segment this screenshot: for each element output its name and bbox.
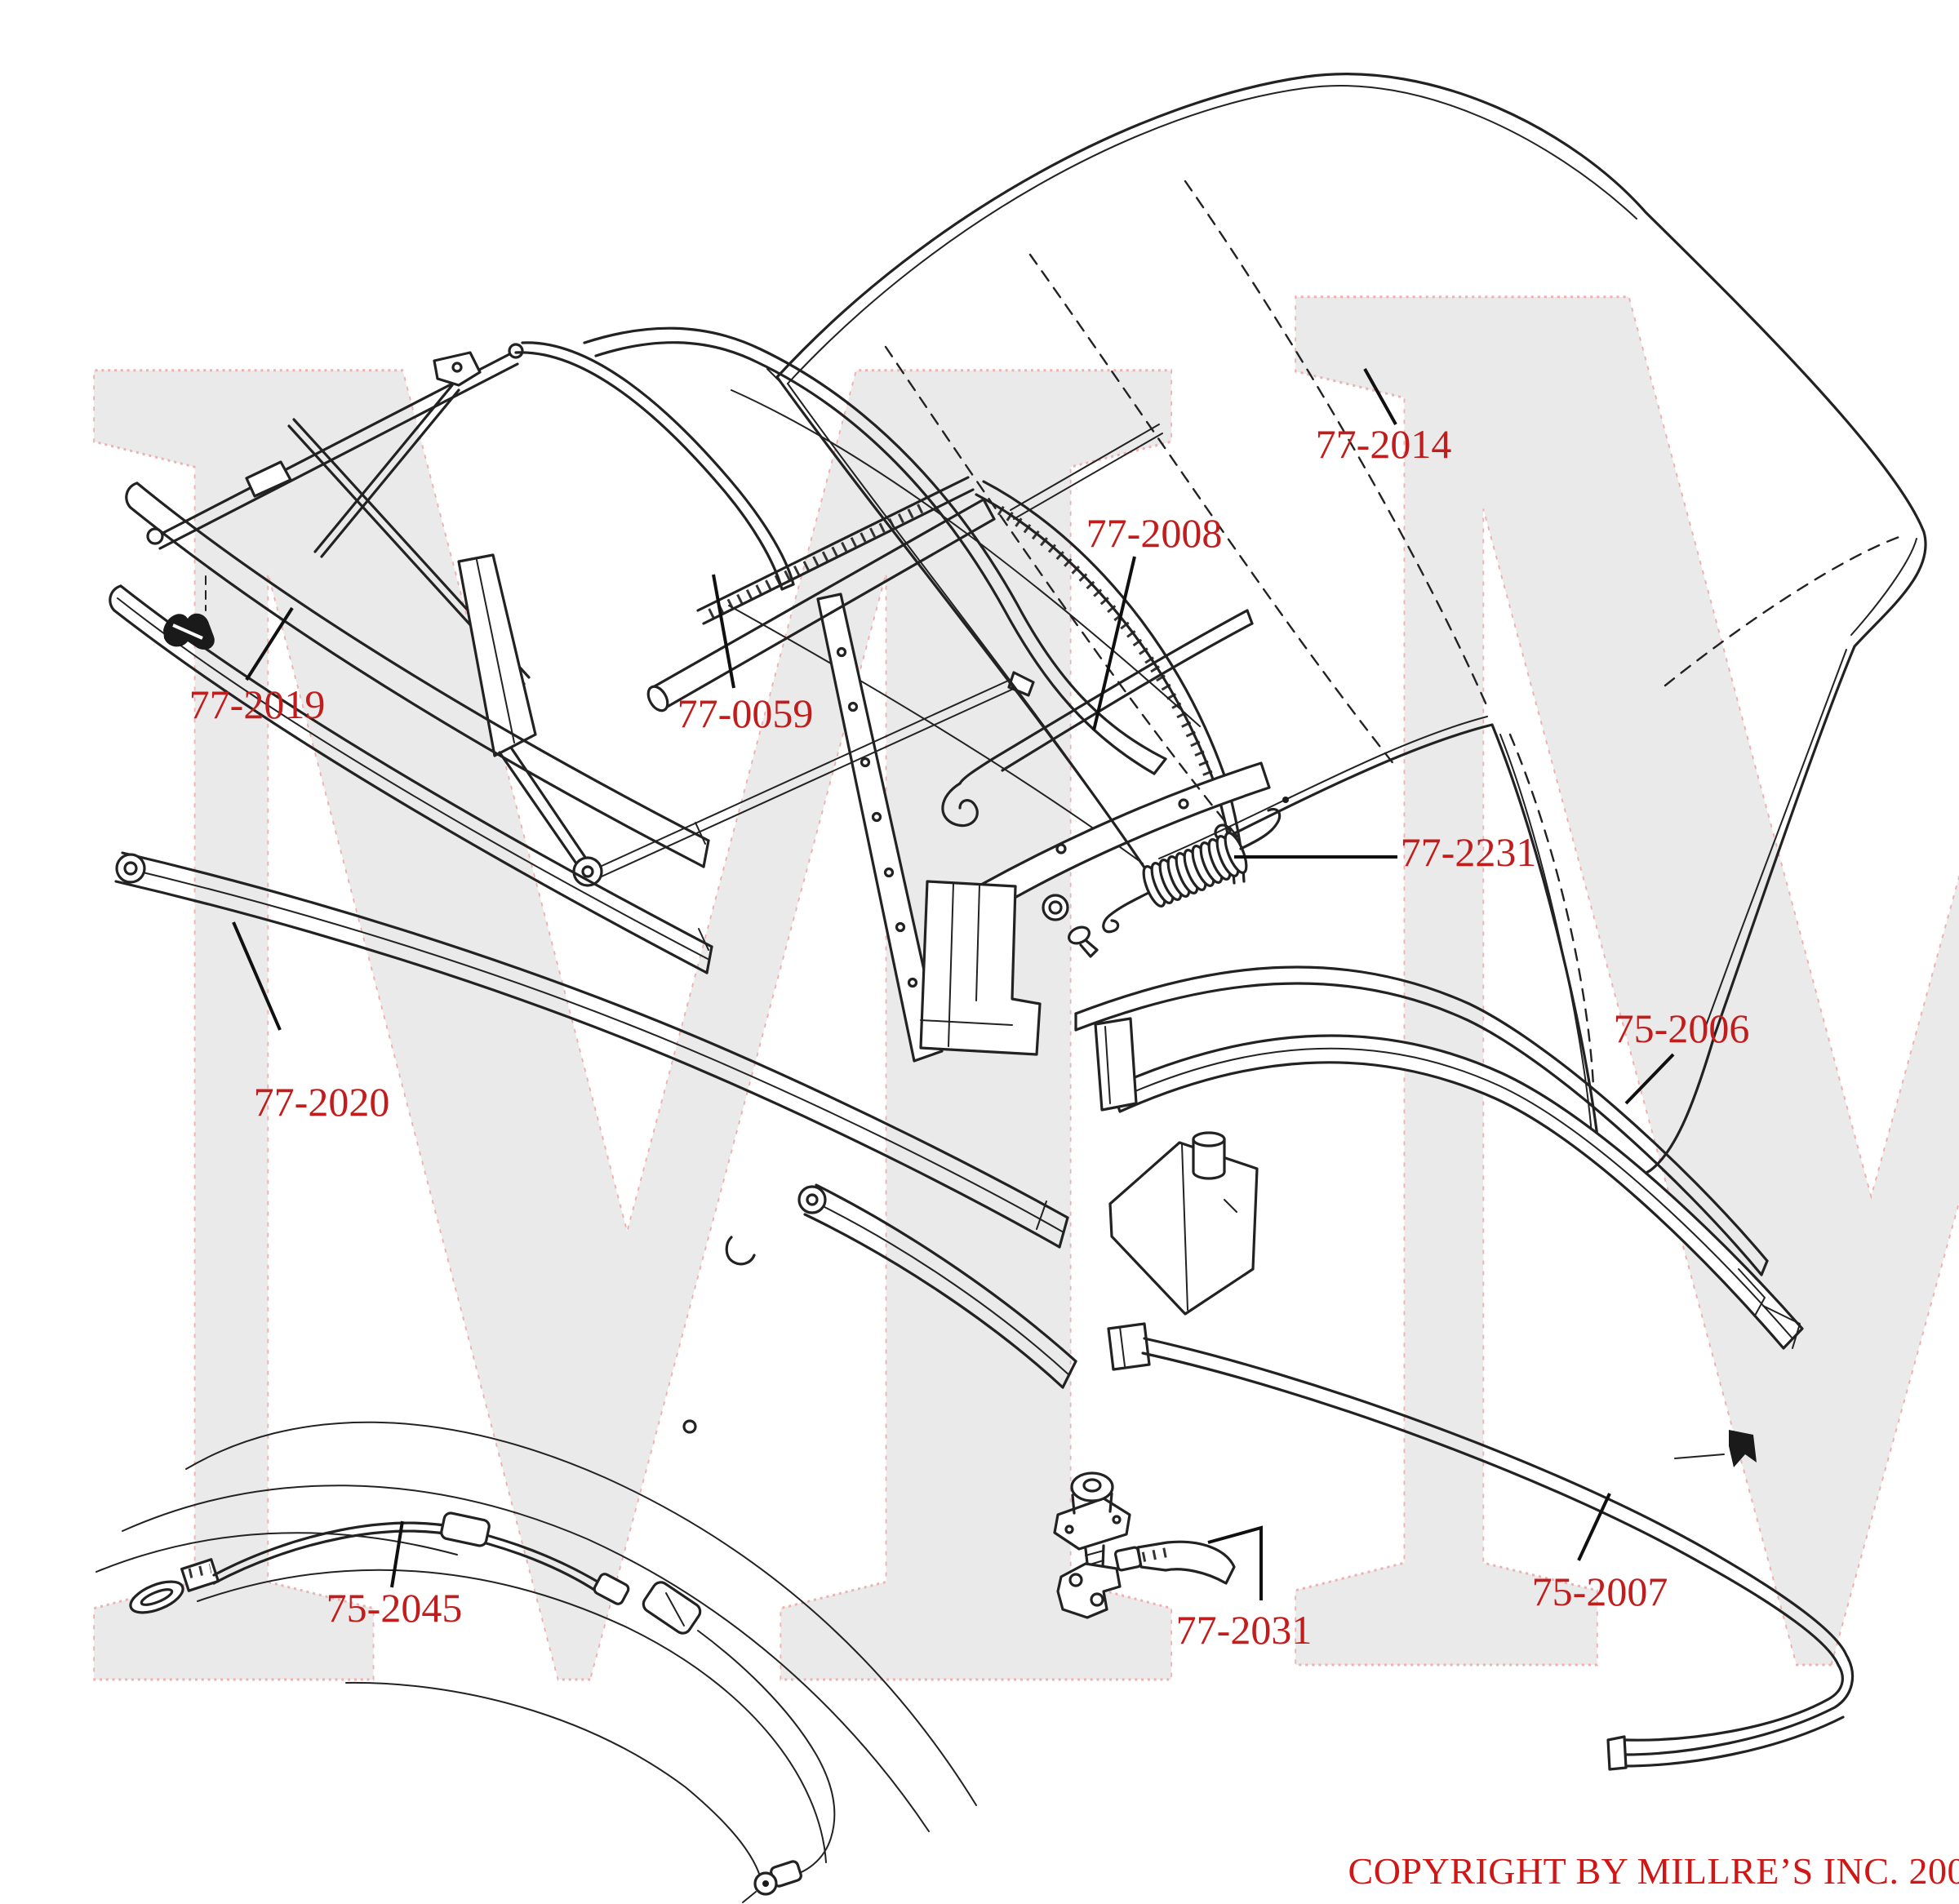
- retainer-clip: [163, 575, 215, 650]
- body-panel-drawing: [96, 1419, 977, 1886]
- latch-77-2031-drawing: [1053, 1471, 1236, 1619]
- rear-rails-75-2006-drawing: [1074, 965, 1804, 1350]
- part-label-77-0059: 77-0059: [677, 690, 814, 736]
- screw-fastener: [1068, 925, 1099, 958]
- leader-77-2020: [232, 921, 282, 1031]
- watermark: M M: [73, 0, 1959, 1904]
- spring-77-2231-drawing: [1102, 807, 1282, 934]
- part-label-75-2045: 75-2045: [326, 1585, 463, 1631]
- part-labels: 77-2014 77-2008 77-0059 77-2019 77-2231 …: [189, 421, 1750, 1653]
- leader-77-0059: [712, 574, 735, 689]
- leader-77-2008: [1092, 556, 1136, 731]
- cable-75-2045-drawing: [129, 1511, 836, 1903]
- part-label-77-2014: 77-2014: [1316, 421, 1452, 467]
- part-label-77-2231: 77-2231: [1401, 829, 1537, 875]
- leader-lines: [232, 368, 1675, 1600]
- part-label-77-2019: 77-2019: [189, 681, 326, 727]
- leader-75-2007: [1577, 1493, 1611, 1561]
- part-label-77-2020: 77-2020: [254, 1079, 390, 1125]
- bumper-stop: [1192, 1131, 1226, 1180]
- part-label-77-2008: 77-2008: [1086, 510, 1223, 556]
- part-label-75-2007: 75-2007: [1532, 1569, 1668, 1614]
- leader-77-2019: [245, 606, 294, 681]
- cable-barrel-fitting: [642, 1581, 702, 1635]
- clip-arrow-icon: [1674, 1430, 1757, 1467]
- tension-bar-77-0059-drawing: [646, 424, 1163, 712]
- leader-75-2006: [1624, 1053, 1675, 1105]
- top-frame-assembly-drawing: [146, 326, 1271, 1063]
- part-label-75-2006: 75-2006: [1614, 1005, 1750, 1051]
- leader-75-2045: [390, 1520, 404, 1588]
- side-rail-77-2020-drawing: [114, 851, 1259, 1389]
- copyright-notice: COPYRIGHT BY MILLRE’S INC. 2005: [1348, 1850, 1959, 1892]
- watermark-m-right-icon: M: [1273, 0, 1959, 1904]
- weatherstrip-75-2007-drawing: [1107, 1322, 1855, 1771]
- leader-77-2014: [1363, 368, 1397, 425]
- header-rails-77-2019-drawing: [109, 482, 713, 974]
- part-label-77-2031: 77-2031: [1176, 1607, 1313, 1653]
- leader-77-2031: [1207, 1525, 1263, 1600]
- soft-top-77-2014-drawing: [766, 73, 1927, 1179]
- watermark-m-left-icon: M: [73, 0, 1206, 1904]
